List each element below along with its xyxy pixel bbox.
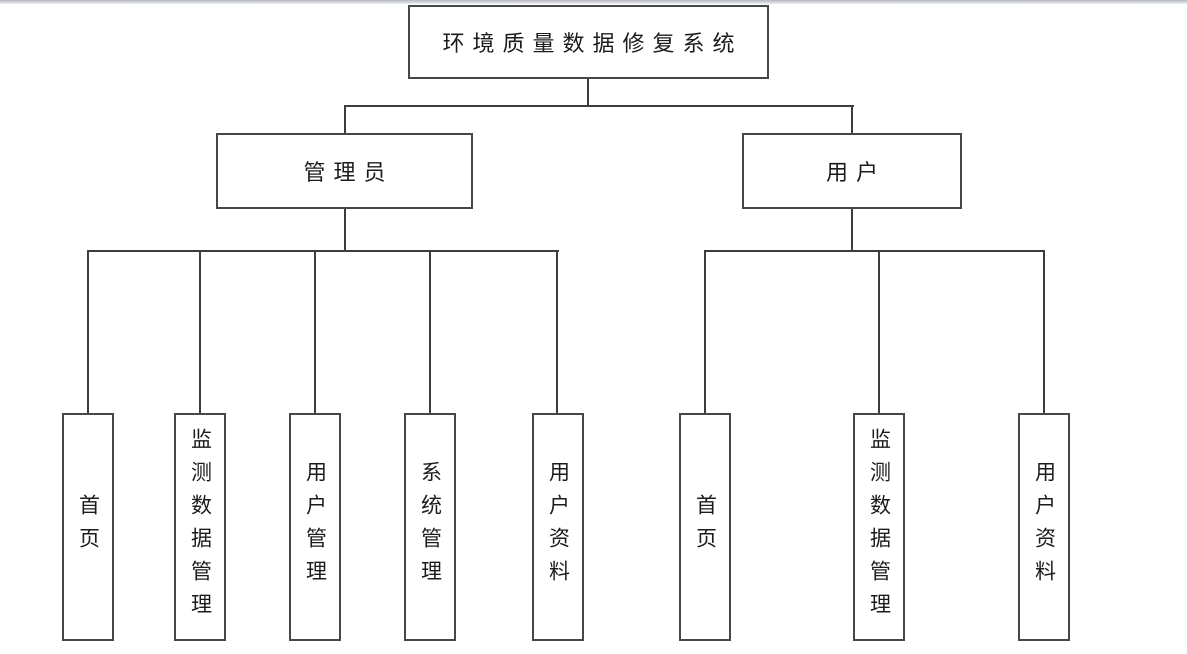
connector-line xyxy=(704,250,1045,252)
leaf-label: 用户资料 xyxy=(1032,461,1056,593)
leaf-node-user-home: 首页 xyxy=(679,413,731,641)
leaf-node-admin-user-profile: 用户资料 xyxy=(532,413,584,641)
leaf-label: 首页 xyxy=(693,494,717,560)
connector-line xyxy=(1043,252,1045,413)
leaf-label: 用户管理 xyxy=(303,461,327,593)
branch-node-admin: 管理员 xyxy=(216,133,473,209)
leaf-label: 系统管理 xyxy=(418,461,442,593)
connector-line xyxy=(344,209,346,250)
root-node-system-title: 环境质量数据修复系统 xyxy=(408,5,769,79)
branch-node-user: 用户 xyxy=(742,133,962,209)
leaf-label: 首页 xyxy=(76,494,100,560)
leaf-label: 用户资料 xyxy=(546,461,570,593)
connector-line xyxy=(851,107,853,133)
page-top-edge xyxy=(0,0,1187,4)
leaf-node-admin-monitoring-data-management: 监测数据管理 xyxy=(174,413,226,641)
leaf-node-admin-system-management: 系统管理 xyxy=(404,413,456,641)
connector-line xyxy=(344,105,854,107)
connector-line xyxy=(704,252,706,413)
connector-line xyxy=(344,107,346,133)
connector-line xyxy=(199,252,201,413)
leaf-node-admin-user-management: 用户管理 xyxy=(289,413,341,641)
leaf-label: 监测数据管理 xyxy=(188,428,212,626)
connector-line xyxy=(87,250,559,252)
leaf-node-user-user-profile: 用户资料 xyxy=(1018,413,1070,641)
connector-line xyxy=(851,209,853,250)
connector-line xyxy=(429,252,431,413)
connector-line xyxy=(878,252,880,413)
leaf-label: 监测数据管理 xyxy=(867,428,891,626)
connector-line xyxy=(87,252,89,413)
leaf-node-user-monitoring-data-management: 监测数据管理 xyxy=(853,413,905,641)
leaf-node-admin-home: 首页 xyxy=(62,413,114,641)
connector-line xyxy=(587,79,589,105)
connector-line xyxy=(556,252,558,413)
connector-line xyxy=(314,252,316,413)
